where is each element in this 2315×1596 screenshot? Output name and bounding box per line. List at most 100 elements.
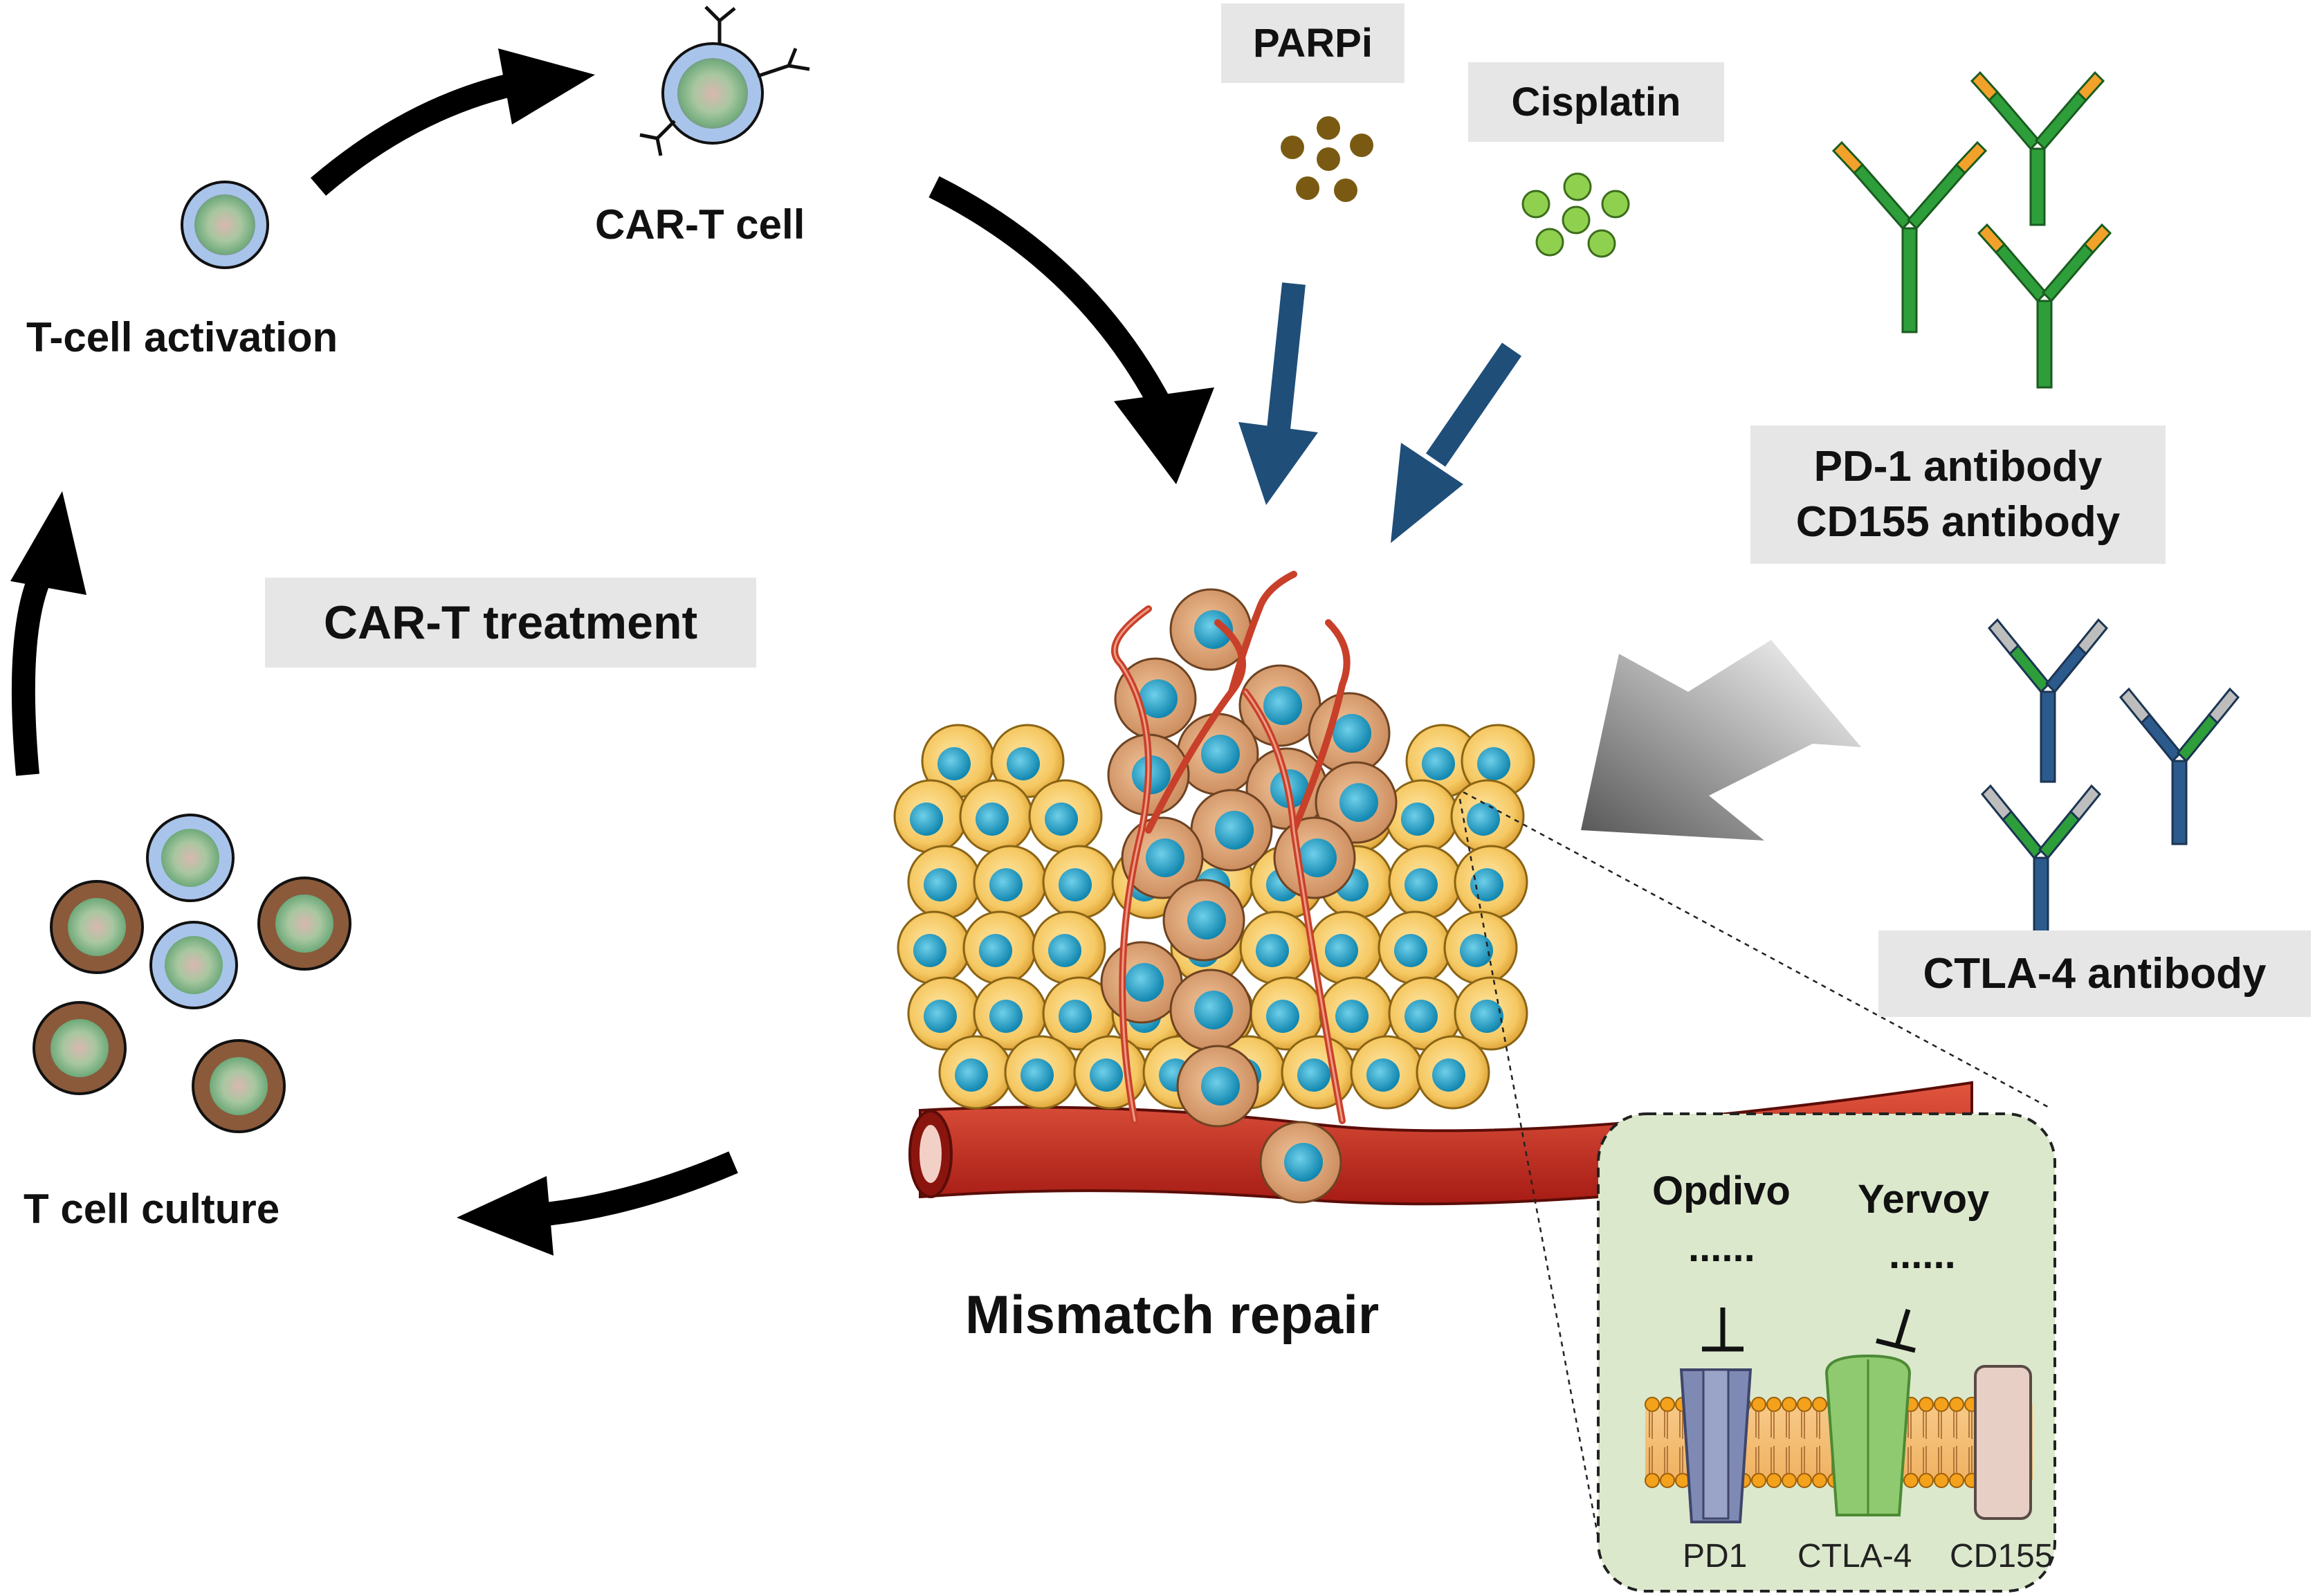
label-t-cell-activation: T-cell activation: [26, 314, 338, 360]
lipid-tail: [1801, 1446, 1805, 1474]
lipid-tail: [1968, 1411, 1973, 1439]
tumor-nucleus: [1335, 1000, 1369, 1033]
label-cisplatin: Cisplatin: [1468, 62, 1724, 142]
lipid-tail: [1649, 1411, 1653, 1439]
lipid-tail: [1938, 1411, 1942, 1439]
lipid-head: [1766, 1473, 1782, 1488]
cancer-nucleus: [1146, 838, 1184, 877]
cd155-receptor: [1974, 1365, 2032, 1520]
cancer-nucleus: [1215, 811, 1254, 850]
lipid-tail: [1816, 1446, 1820, 1474]
tumor-nucleus: [1021, 1058, 1054, 1092]
culture-blue-cell: [149, 921, 238, 1009]
label-opdivo: Opdivo: [1652, 1168, 1791, 1213]
lipid-tail: [1786, 1411, 1790, 1439]
tumor-nucleus: [1007, 747, 1040, 780]
lipid-tail: [1755, 1411, 1759, 1439]
lipid-tail: [1786, 1446, 1790, 1474]
tumor-nucleus: [1059, 868, 1092, 901]
lipid-tail: [1770, 1411, 1775, 1439]
tumor-nucleus: [1297, 1058, 1330, 1092]
lipid-tail: [1907, 1446, 1912, 1474]
lipid-tail: [1907, 1411, 1912, 1439]
label-pd1: PD1: [1683, 1538, 1748, 1575]
culture-brown-cell: [50, 880, 144, 974]
cancer-nucleus: [1201, 735, 1240, 773]
tumor-nucleus: [1460, 934, 1493, 967]
lipid-head: [1903, 1473, 1919, 1488]
label-ctla4-antibody: CTLA-4 antibody: [1878, 930, 2311, 1017]
tumor-nucleus: [1325, 934, 1358, 967]
lipid-tail: [1923, 1411, 1927, 1439]
tumor-mass-illustration: [893, 571, 1973, 1206]
callout-lines: [1458, 791, 2049, 1557]
lipid-head: [1919, 1397, 1934, 1412]
culture-brown-cell: [257, 877, 351, 971]
tumor-nucleus: [1404, 868, 1438, 901]
lipid-tail: [1816, 1411, 1820, 1439]
arrow-parpi-to-tumor: [1238, 282, 1318, 505]
arrow-cisplatin-to-tumor: [1391, 342, 1522, 543]
tumor-nucleus: [1394, 934, 1427, 967]
arrow-culture-to-activation: [10, 491, 86, 776]
parpi-dots-icon: [1281, 116, 1373, 202]
lipid-head: [1660, 1473, 1675, 1488]
lipid-head: [1766, 1397, 1782, 1412]
culture-brown-cell: [33, 1001, 127, 1095]
tumor-nucleus: [1045, 802, 1078, 836]
arrow-activation-to-cart: [310, 48, 595, 196]
cancer-nucleus: [1125, 963, 1164, 1002]
cancer-nucleus: [1201, 1067, 1240, 1106]
tumor-nucleus: [937, 747, 971, 780]
tumor-nucleus: [1366, 1058, 1400, 1092]
pd1-receptor: [1679, 1368, 1753, 1523]
lipid-tail: [1923, 1446, 1927, 1474]
label-ctla4: CTLA-4: [1797, 1538, 1912, 1575]
label-parpi: PARPi: [1221, 3, 1404, 83]
tumor-nucleus: [1048, 934, 1081, 967]
lipid-head: [1812, 1397, 1827, 1412]
lipid-tail: [1679, 1411, 1683, 1439]
lipid-tail: [1938, 1446, 1942, 1474]
culture-brown-cell: [192, 1039, 286, 1133]
label-car-t-cell: CAR-T cell: [595, 201, 805, 248]
lipid-head: [1797, 1397, 1812, 1412]
inset-panel: [1597, 1112, 2056, 1593]
t-cell-activation-icon: [181, 181, 269, 269]
label-car-t-treatment: CAR-T treatment: [265, 578, 756, 668]
cancer-nucleus: [1187, 901, 1226, 939]
tumor-nucleus: [1432, 1058, 1465, 1092]
opdivo-inhibition-icon: [1702, 1308, 1744, 1352]
tumor-nucleus: [910, 802, 943, 836]
lipid-head: [1751, 1397, 1766, 1412]
ctla4-receptor: [1824, 1354, 1912, 1516]
lipid-head: [1660, 1397, 1675, 1412]
cancer-nucleus: [1333, 714, 1371, 753]
tumor-nucleus: [1467, 802, 1500, 836]
lipid-head: [1919, 1473, 1934, 1488]
lipid-head: [1934, 1397, 1949, 1412]
arrow-tumor-to-culture: [457, 1151, 738, 1256]
lipid-head: [1934, 1473, 1949, 1488]
tumor-nucleus: [1404, 1000, 1438, 1033]
tumor-nucleus: [1256, 934, 1289, 967]
tumor-nucleus: [1401, 802, 1434, 836]
lipid-tail: [1649, 1446, 1653, 1474]
label-cd155-antibody: CD155 antibody: [1795, 498, 2121, 546]
tumor-nucleus: [913, 934, 946, 967]
tumor-nucleus: [1477, 747, 1510, 780]
lipid-tail: [1770, 1446, 1775, 1474]
tumor-nucleus: [955, 1058, 988, 1092]
label-yervoy: Yervoy: [1858, 1177, 1990, 1222]
tumor-nucleus: [924, 1000, 957, 1033]
lipid-head: [1782, 1473, 1797, 1488]
cancer-nucleus: [1339, 783, 1378, 822]
tumor-nucleus: [979, 934, 1012, 967]
lipid-head: [1797, 1473, 1812, 1488]
lipid-tail: [1755, 1446, 1759, 1474]
cancer-nucleus: [1194, 991, 1233, 1029]
label-yervoy-dots: ......: [1889, 1232, 1956, 1277]
arrow-antibody-to-tumor: [1581, 640, 1861, 841]
cancer-nucleus: [1284, 1143, 1323, 1182]
lipid-tail: [1679, 1446, 1683, 1474]
